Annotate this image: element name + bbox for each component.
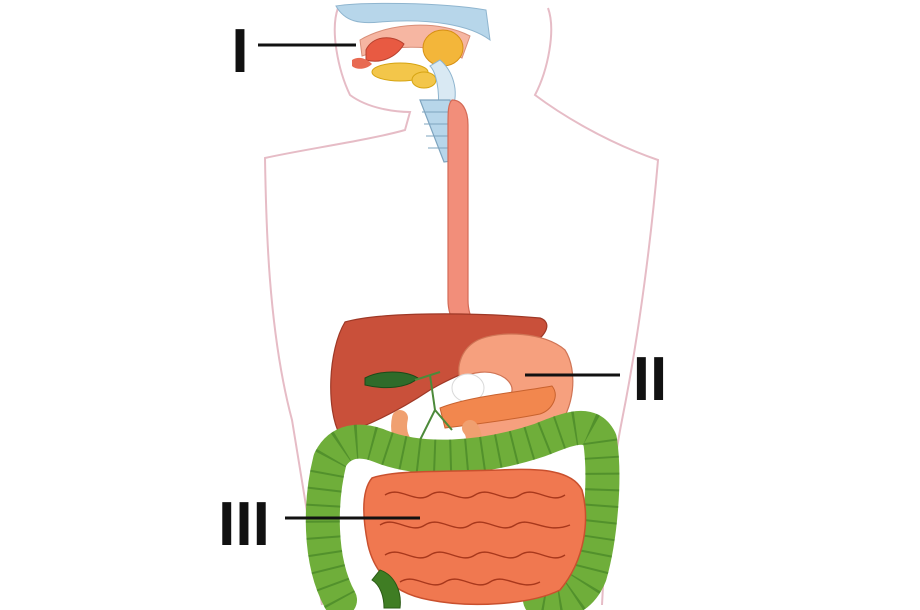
bile-duct xyxy=(414,371,453,441)
tongue xyxy=(365,37,405,62)
label-stomach: II xyxy=(633,345,667,414)
small-intestine-coils xyxy=(379,491,571,586)
nasal-cavity xyxy=(335,2,491,42)
lips xyxy=(352,57,372,69)
large-intestine xyxy=(305,410,620,610)
small-intestine xyxy=(363,468,587,606)
head-mouth-region xyxy=(335,2,491,163)
pancreas xyxy=(439,385,556,429)
label-small-intestine: III xyxy=(218,490,270,559)
label-mouth: I xyxy=(231,17,248,86)
rectum xyxy=(371,569,401,609)
salivary-gland-upper xyxy=(422,29,464,67)
esophagus xyxy=(447,99,491,351)
salivary-gland-small xyxy=(411,71,437,89)
